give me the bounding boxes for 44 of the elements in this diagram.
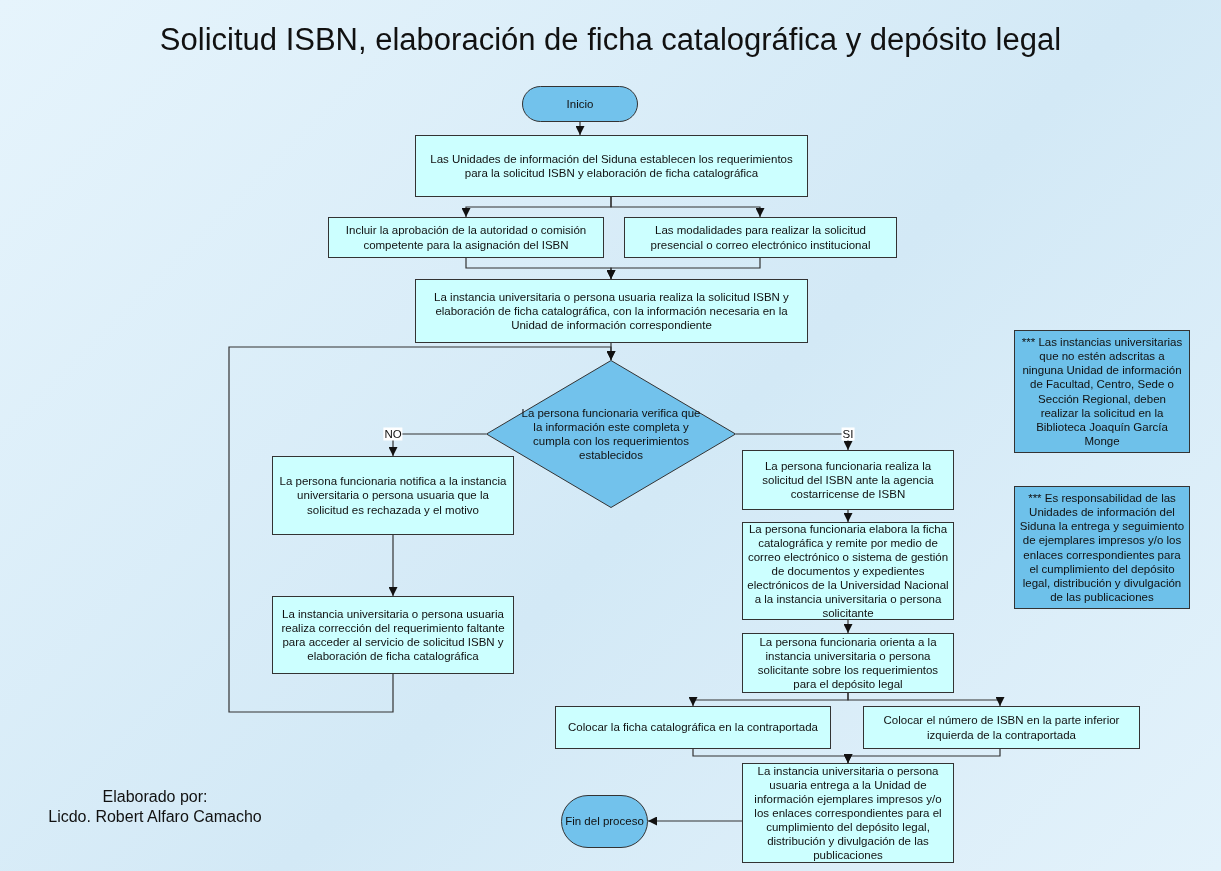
process-box bbox=[415, 135, 808, 197]
process-box bbox=[624, 217, 897, 258]
author-note: Elaborado por: bbox=[101, 788, 209, 806]
process-box bbox=[742, 450, 954, 510]
step-text: La instancia universitaria o persona usuaria realiza la solicitud ISBN y elaboración de ficha catalográfica, con la información necesaria en la Unidad de información correspondiente bbox=[433, 289, 790, 332]
note-text: *** Las instancias universitarias que no estén adscritas a ninguna Unidad de información de Facultad, Centro, Sede o Sección Regional, deben realizar la solicitud en la Biblioteca Joaquín García Monge bbox=[1020, 335, 1184, 448]
step-text: Las modalidades para realizar la solicitud presencial o correo electrónico institucional bbox=[649, 223, 872, 252]
arrow bbox=[575, 121, 585, 136]
terminal-label: Fin del proceso bbox=[564, 814, 645, 829]
process-box bbox=[555, 706, 831, 749]
note-text: *** Es responsabilidad de las Unidades de información del Siduna la entrega y seguimiento de ejemplares impresos y/o los enlaces correspondientes para el cumplimiento del depósito legal, distribución y divulgación de las publicaciones bbox=[1018, 491, 1186, 604]
diagram-title: Solicitud ISBN, elaboración de ficha catalográfica y depósito legal bbox=[158, 22, 1063, 58]
arrow bbox=[228, 346, 616, 713]
process-box bbox=[863, 706, 1140, 749]
decision-text: La persona funcionaria verifica que la información este completa y cumpla con los requerimientos establecidos bbox=[520, 405, 702, 463]
edge-label: SI bbox=[841, 427, 855, 441]
step-text: Incluir la aprobación de la autoridad o comisión competente para la asignación del ISBN bbox=[344, 223, 588, 252]
arrow bbox=[388, 433, 487, 457]
step-text: La persona funcionaria orienta a la instancia universitaria o persona solicitante sobre los requerimientos para el depósito legal bbox=[756, 634, 940, 692]
step-text: La instancia universitaria o persona usuaria entrega a la Unidad de información ejemplares impresos y/o los enlaces correspondientes para el cumplimiento del depósito legal, distribución y divulgación de las publicaciones bbox=[753, 763, 943, 863]
process-box bbox=[272, 456, 514, 535]
arrow bbox=[843, 619, 853, 634]
step-text: Colocar la ficha catalográfica en la contraportada bbox=[567, 720, 819, 735]
author-note: Licdo. Robert Alfaro Camacho bbox=[47, 808, 263, 826]
step-text: Colocar el número de ISBN en la parte inferior izquierda de la contraportada bbox=[882, 713, 1121, 742]
process-box bbox=[742, 633, 954, 693]
step-text: Las Unidades de información del Siduna establecen los requerimientos para la solicitud ISBN y elaboración de ficha catalográfica bbox=[429, 152, 794, 180]
step-text: La persona funcionaria elabora la ficha catalográfica y remite por medio de correo electrónico o sistema de gestión de documentos y expedientes electrónicos de la Universidad Nacional a la instancia universitaria o persona solicitante bbox=[746, 521, 950, 621]
arrow bbox=[606, 257, 761, 280]
edge-label: NO bbox=[383, 427, 403, 441]
process-box bbox=[272, 596, 514, 674]
arrow bbox=[388, 534, 398, 597]
process-box bbox=[415, 279, 808, 343]
arrow bbox=[735, 433, 853, 451]
arrow bbox=[843, 509, 853, 523]
step-text: La instancia universitaria o persona usuaria realiza corrección del requerimiento faltante para acceder al servicio de solicitud ISBN y elaboración de ficha catalográfica bbox=[280, 606, 506, 664]
terminal-label: Inicio bbox=[565, 97, 595, 111]
step-text: La persona funcionaria notifica a la instancia universitaria o persona usuaria que la solicitud es rechazada y el motivo bbox=[278, 474, 508, 517]
arrow bbox=[610, 196, 765, 218]
process-box bbox=[328, 217, 604, 258]
arrow bbox=[847, 692, 1005, 707]
arrow bbox=[843, 748, 1001, 764]
arrow bbox=[647, 816, 743, 826]
step-text: La persona funcionaria realiza la solicitud del ISBN ante la agencia costarricense de ISBN bbox=[761, 458, 935, 501]
